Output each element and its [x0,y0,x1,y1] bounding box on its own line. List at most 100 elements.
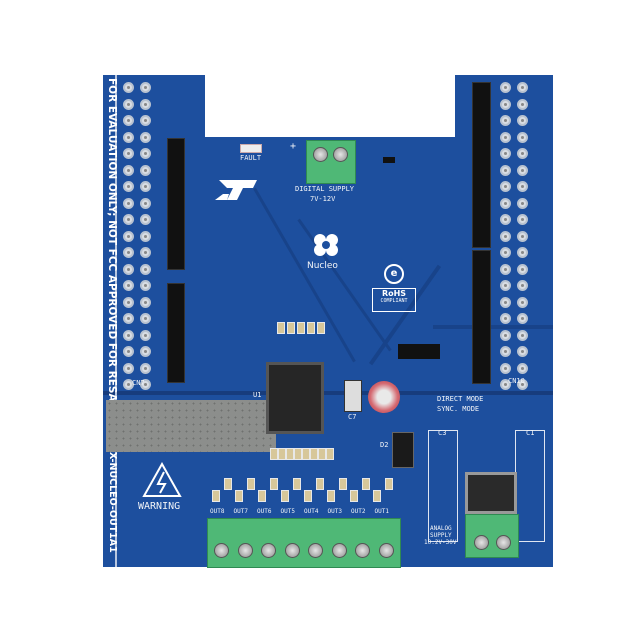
output-screw-out1[interactable] [378,543,394,558]
digital-supply-terminal [306,140,356,184]
output-screw-out4[interactable] [308,543,323,558]
pad-c1 [515,430,545,542]
rohs-label: RoHS [381,289,407,298]
pin-hole [500,296,511,308]
pin-hole [517,148,528,159]
rohs-compliant: COMPLIANT [380,298,408,304]
pin-hole [123,181,134,192]
grey-pad [106,400,276,452]
pin-hole [500,280,511,291]
capacitor [287,322,295,334]
resistor [350,490,358,502]
output-screw-out7[interactable] [237,543,253,558]
header-cn10-bottom [472,250,491,384]
chip-u1 [266,362,324,434]
resistor [326,448,334,460]
pin-hole [140,197,151,209]
ref-cn7: CN7 [132,379,145,387]
resistor [373,490,381,502]
output-screw-out2[interactable] [355,543,370,558]
resistor [315,478,324,490]
pin-hole [517,181,528,192]
resistor [361,478,370,490]
pin-hole [140,131,151,143]
resistor [258,490,266,502]
output-screw-out5[interactable] [284,543,300,558]
analog-supply-terminal [465,514,519,558]
plus-sign: + [290,141,297,152]
pin-hole [500,313,511,324]
pin-hole [140,329,151,341]
pin-hole [140,98,151,110]
resistor [292,478,301,490]
pin-hole [500,197,511,209]
output-screw-out8[interactable] [214,543,229,558]
pin-hole [123,82,134,93]
pin-hole [500,214,511,225]
capacitor [307,322,315,334]
pin-hole [123,247,134,258]
resistor [318,448,326,460]
ce-mark-icon: e [384,264,404,284]
pin-hole [123,197,134,209]
pin-hole [140,280,151,291]
pin-hole [500,362,511,374]
pin-hole [500,82,511,93]
output-label-out2: OUT2 [351,508,366,515]
ref-c3: C3 [438,429,447,437]
pin-hole [517,313,528,324]
pin-hole [517,131,528,143]
resistor [302,448,310,460]
pin-hole [140,148,151,159]
pin-hole [517,164,528,176]
pin-hole [517,263,528,275]
high-voltage-warning-icon [142,462,182,497]
output-label-out5: OUT5 [280,508,295,515]
pin-hole [517,296,528,308]
output-screw-out3[interactable] [331,543,347,558]
pin-hole [123,296,134,308]
capacitor [317,322,325,334]
output-label-out3: OUT3 [327,508,342,515]
pin-hole [123,115,134,126]
output-screw-out6[interactable] [261,543,276,558]
resistor [278,448,286,460]
digital-supply-label: DIGITAL SUPPLY [295,185,355,193]
ref-cn10: CN10 [508,377,525,385]
pin-hole [123,379,134,390]
header-cn6-top [167,138,185,270]
resistor [310,448,318,460]
pin-hole [517,98,528,110]
nucleo-label: Nucleo [307,261,338,271]
pin-hole [123,98,134,110]
output-label-out1: OUT1 [374,508,389,515]
resistor [235,490,243,502]
resistor [269,478,278,490]
resistor [286,448,294,460]
direct-mode-label: DIRECT MODE [437,395,484,403]
pin-hole [517,230,528,242]
pin-hole [517,82,528,93]
model-label: X-NUCLEO-OUT1A1 [107,452,118,553]
ref-c7: C7 [348,413,357,421]
pin-hole [123,214,134,225]
electrolytic-capacitor [368,381,400,413]
resistor [270,448,278,460]
pin-hole [123,230,134,242]
pin-hole [500,247,511,258]
pin-hole [517,379,528,390]
diode-d3 [383,157,395,163]
pin-hole [500,131,511,143]
output-label-out8: OUT8 [210,508,225,515]
output-label-out4: OUT4 [304,508,319,515]
pin-hole [500,329,511,341]
pin-hole [517,115,528,126]
resistor [294,448,302,460]
pin-hole [500,346,511,357]
pin-hole [140,115,151,126]
pin-hole [140,82,151,93]
pin-hole [140,263,151,275]
resistor [327,490,335,502]
mode-jumper[interactable] [398,344,440,359]
digital-supply-voltage: 7V-12V [310,195,336,203]
